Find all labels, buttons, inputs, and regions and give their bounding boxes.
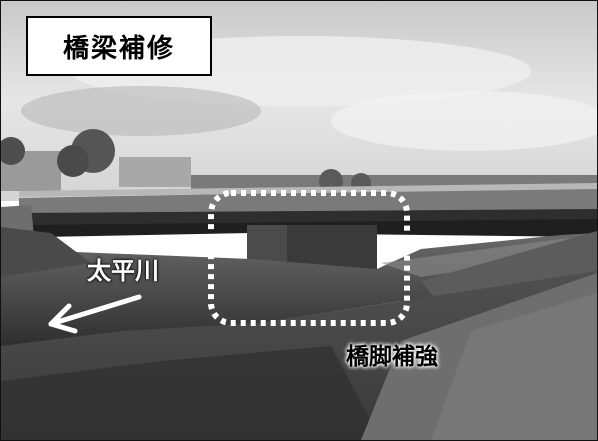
- background-buildings: [1, 129, 597, 193]
- pier-highlight-box: [208, 190, 410, 326]
- page-title: 橋梁補修: [62, 33, 175, 64]
- pier-reinforcement-label: 橋脚補強: [346, 344, 438, 370]
- left-bank: [1, 227, 91, 277]
- river-label: 太平川: [87, 257, 159, 285]
- title-box: 橋梁補修: [26, 16, 212, 76]
- river-flow-arrow: [48, 294, 142, 334]
